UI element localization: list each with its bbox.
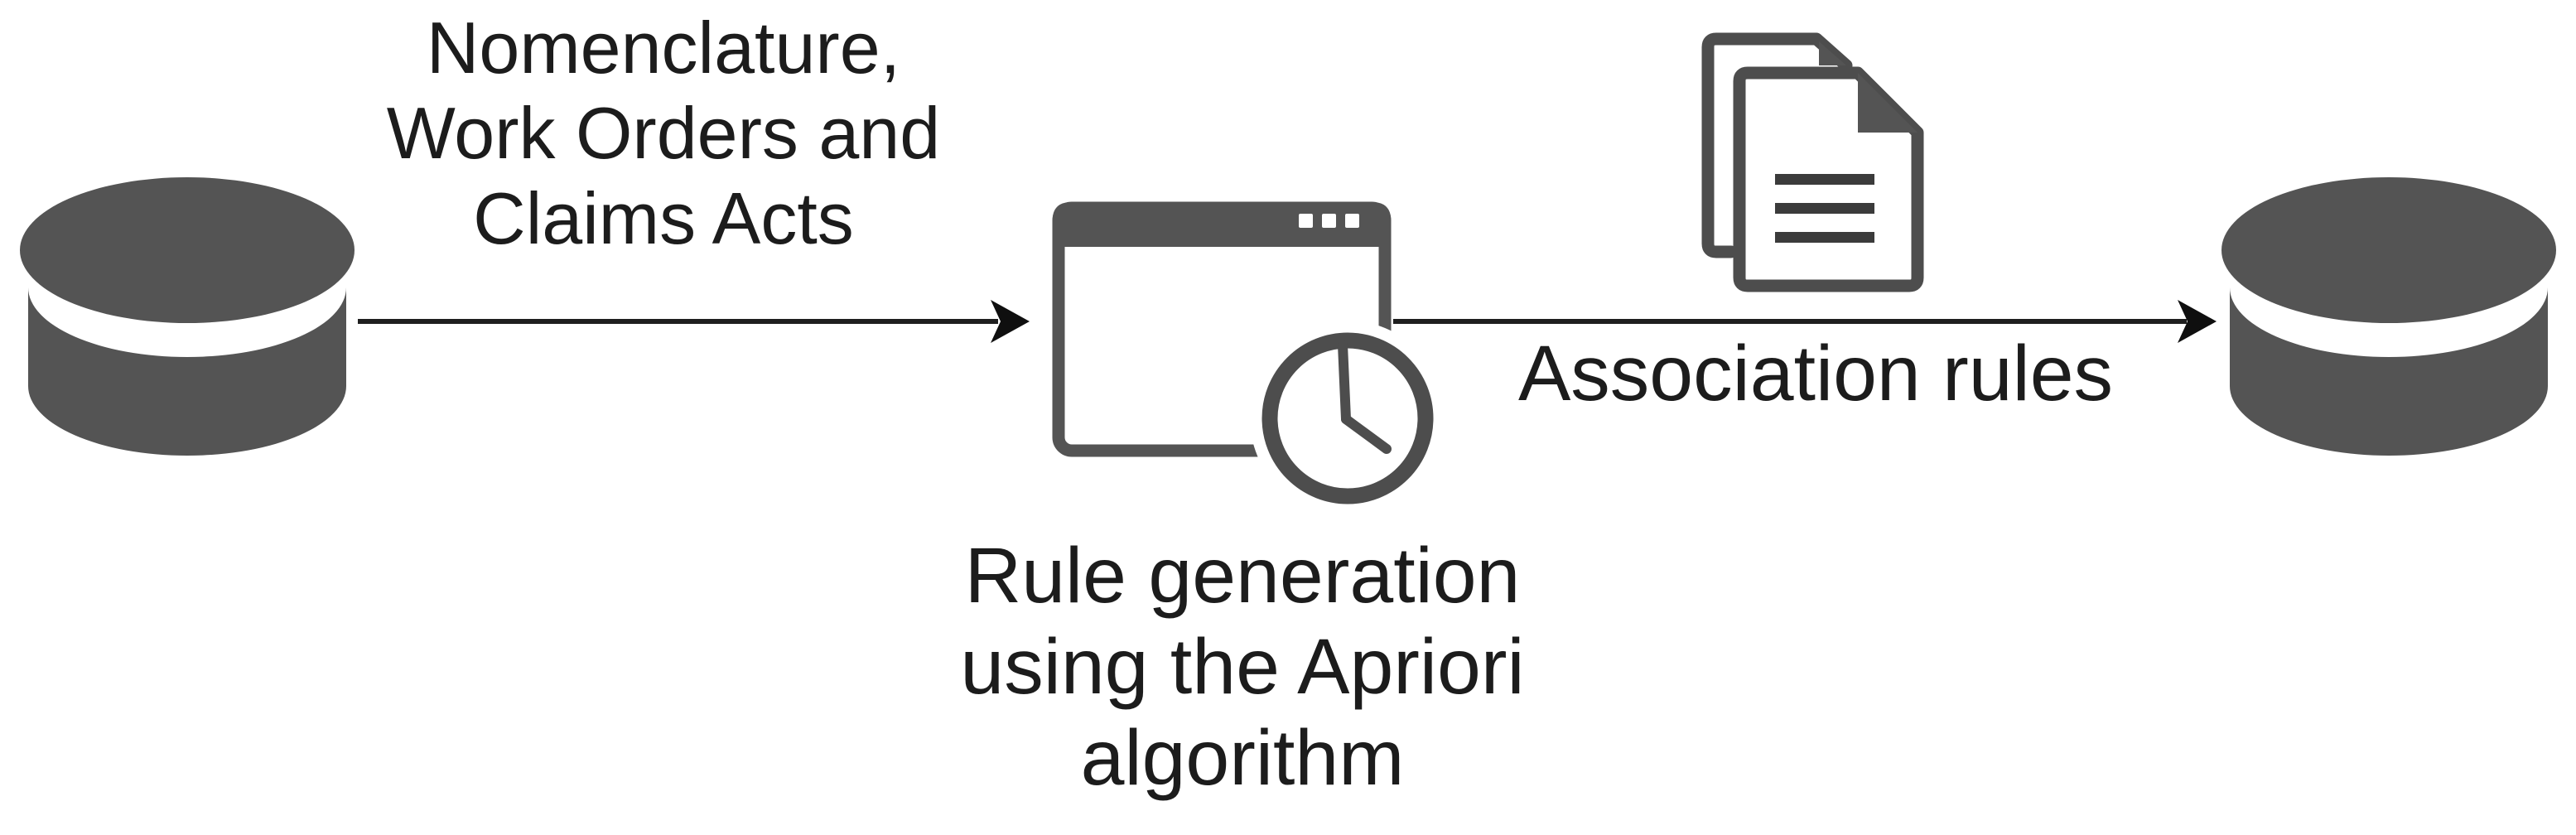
source-database-icon bbox=[20, 177, 355, 456]
text-line-bar bbox=[1775, 232, 1874, 243]
stacked-documents-icon bbox=[1701, 32, 1924, 292]
window-titlebar bbox=[1052, 202, 1392, 247]
process-node-label: Rule generation using the Apriori algori… bbox=[960, 532, 1525, 802]
text-line-bar bbox=[1775, 203, 1874, 214]
front-page-fold bbox=[1858, 73, 1918, 133]
app-window-with-clock-icon bbox=[1052, 201, 1445, 516]
back-page bbox=[1701, 32, 1853, 258]
input-arrow bbox=[358, 300, 1030, 343]
output-edge-label: Association rules bbox=[1517, 330, 2114, 418]
output-database-icon bbox=[2221, 177, 2556, 456]
front-page bbox=[1733, 66, 1924, 292]
input-arrowhead-icon bbox=[991, 300, 1030, 343]
text-line-bar bbox=[1775, 174, 1874, 185]
clock-minute-hand bbox=[1338, 340, 1351, 424]
input-edge-label: Nomenclature, Work Orders and Claims Act… bbox=[386, 7, 941, 259]
titlebar-dot-icon bbox=[1299, 214, 1313, 228]
database-top-ellipse bbox=[2221, 177, 2556, 323]
titlebar-dot-icon bbox=[1322, 214, 1336, 228]
titlebar-dot-icon bbox=[1345, 214, 1359, 228]
database-body bbox=[2230, 287, 2548, 456]
back-page-fold bbox=[1819, 41, 1846, 65]
clock-hour-hand bbox=[1341, 414, 1392, 454]
clock-icon bbox=[1250, 321, 1445, 516]
database-body bbox=[28, 287, 346, 456]
database-top-ellipse bbox=[20, 177, 355, 323]
